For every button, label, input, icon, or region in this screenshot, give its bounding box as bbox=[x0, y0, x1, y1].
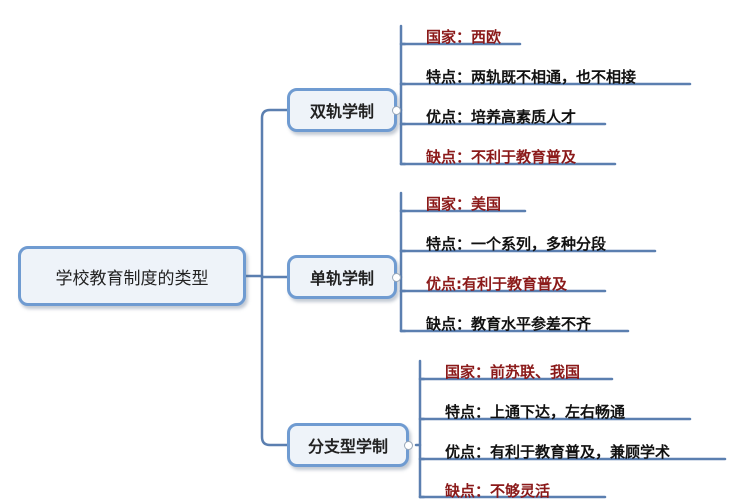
leaf-branch-country: 国家：前苏联、我国 bbox=[445, 363, 581, 381]
leaf-dual-disadvantage: 缺点：不利于教育普及 bbox=[426, 148, 577, 166]
leaf-branch-feature: 特点：上通下达，左右畅通 bbox=[445, 403, 626, 421]
collapse-circle-icon[interactable] bbox=[392, 273, 401, 282]
branch-node-dual-track[interactable]: 双轨学制 bbox=[287, 88, 397, 132]
leaf-dual-advantage: 优点：培养高素质人才 bbox=[426, 108, 577, 126]
leaf-single-advantage: 优点:有利于教育普及 bbox=[426, 275, 567, 293]
collapse-circle-icon[interactable] bbox=[404, 441, 413, 450]
branch-node-branch-type[interactable]: 分支型学制 bbox=[287, 423, 409, 467]
root-node[interactable]: 学校教育制度的类型 bbox=[18, 246, 246, 306]
leaf-single-feature: 特点：一个系列，多种分段 bbox=[426, 235, 607, 253]
leaf-dual-feature: 特点：两轨既不相通，也不相接 bbox=[426, 68, 637, 86]
collapse-circle-icon[interactable] bbox=[392, 106, 401, 115]
leaf-dual-country: 国家：西欧 bbox=[426, 28, 502, 46]
leaf-branch-advantage: 优点：有利于教育普及，兼顾学术 bbox=[445, 443, 671, 461]
leaf-single-disadvantage: 缺点：教育水平参差不齐 bbox=[426, 315, 592, 333]
leaf-single-country: 国家：美国 bbox=[426, 195, 502, 213]
branch-node-single-track[interactable]: 单轨学制 bbox=[287, 255, 397, 299]
leaf-branch-disadvantage: 缺点：不够灵活 bbox=[445, 482, 551, 500]
link-layer bbox=[244, 24, 727, 499]
